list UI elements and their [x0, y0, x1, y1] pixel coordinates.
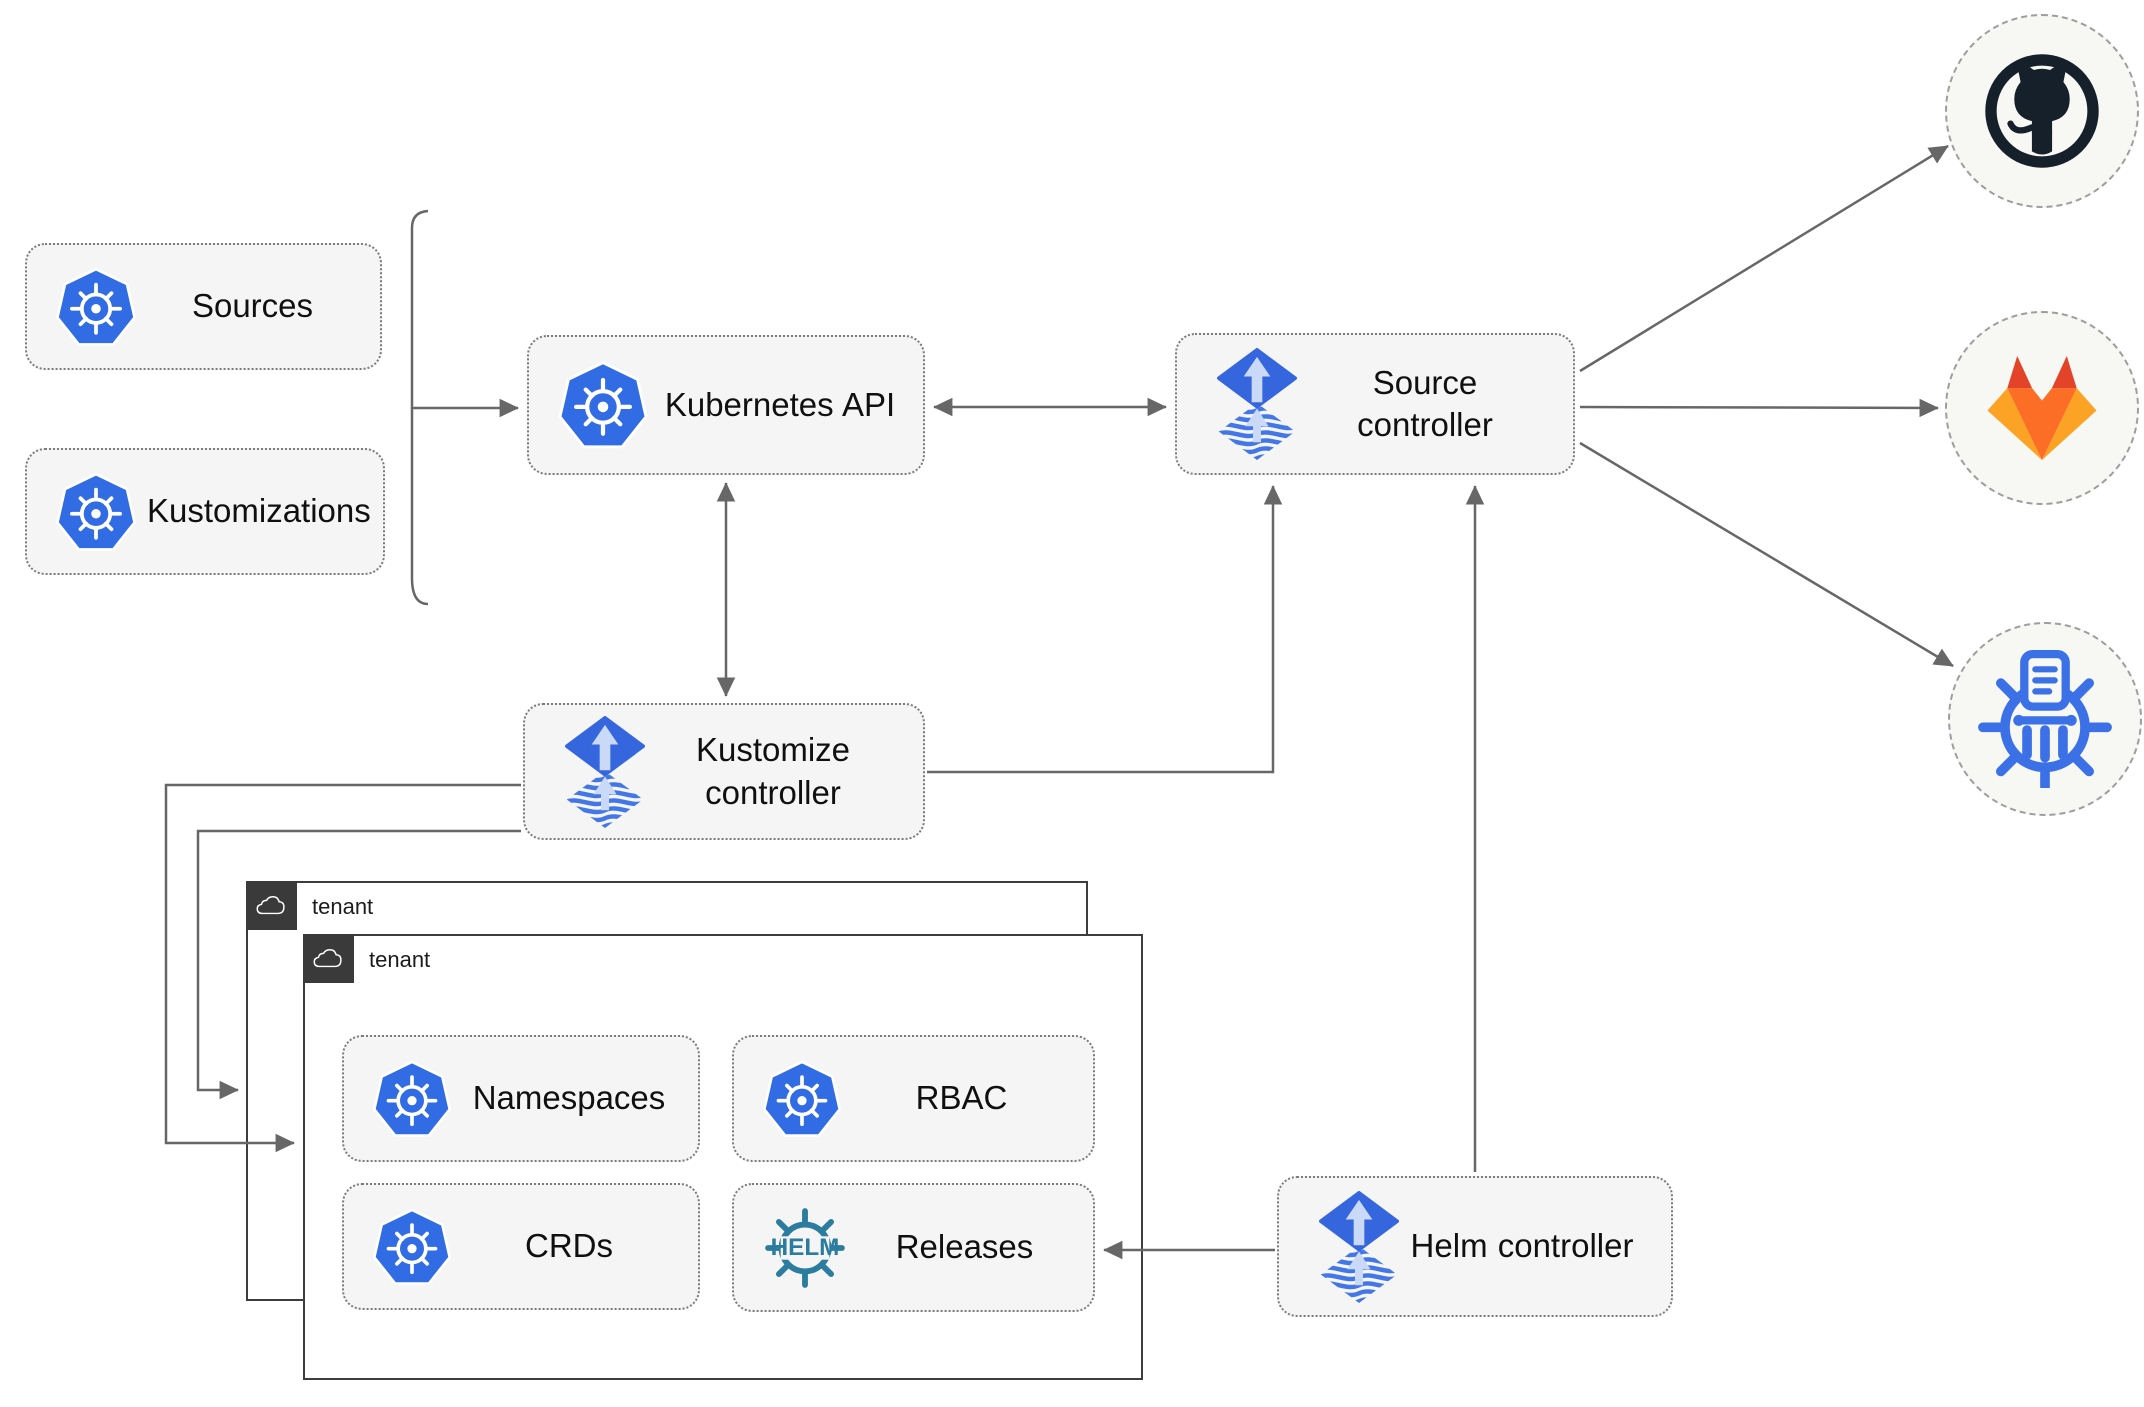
node-label: Source controller: [1357, 363, 1493, 443]
node-label: Kustomizations: [147, 492, 371, 530]
github-endpoint: [1945, 14, 2139, 208]
kubernetes-icon: [555, 357, 651, 453]
kubernetes-icon: [53, 469, 139, 555]
tenant-label: tenant: [369, 947, 431, 972]
tenant-header: [303, 934, 354, 983]
chartmuseum-icon: [1976, 650, 2114, 788]
tenant-label: tenant: [312, 894, 374, 919]
helm-wordmark: HELM: [771, 1234, 840, 1261]
flux-icon: [565, 716, 645, 828]
node-label: Kustomize controller: [695, 731, 851, 811]
kustomizations-box: Kustomizations: [25, 448, 385, 575]
edge-source-controller-github: [1579, 144, 1949, 373]
edge-kustomize-controller-source-controller: [927, 485, 1283, 774]
gitlab-endpoint: [1945, 311, 2139, 505]
kubernetes-api-box: Kubernetes API: [527, 335, 925, 475]
github-icon: [1979, 48, 2105, 174]
kubernetes-icon: [760, 1057, 844, 1141]
brace: [410, 209, 429, 606]
helm-icon: HELM: [765, 1207, 845, 1288]
node-label: Releases: [895, 1228, 1034, 1266]
helm-controller-box: Helm controller: [1277, 1176, 1673, 1317]
node-label: CRDs: [525, 1227, 613, 1265]
chartmuseum-endpoint: [1948, 622, 2142, 816]
gitlab-icon: [1980, 351, 2104, 465]
node-label: Helm controller: [1410, 1227, 1634, 1265]
cloud-icon: [312, 946, 346, 971]
releases-box: HELM Releases: [732, 1183, 1095, 1312]
kustomize-controller-box: Kustomize controller: [523, 703, 925, 840]
edge-source-controller-gitlab: [1579, 398, 1939, 418]
node-label: Kubernetes API: [664, 385, 896, 423]
flux-icon: [1217, 348, 1297, 460]
kubernetes-icon: [53, 264, 139, 350]
namespaces-box: Namespaces: [342, 1035, 700, 1162]
rbac-box: RBAC: [732, 1035, 1095, 1162]
node-label: Namespaces: [472, 1079, 666, 1117]
flux-icon: [1319, 1191, 1399, 1303]
node-label: RBAC: [915, 1079, 1008, 1117]
cloud-icon: [255, 893, 289, 918]
kubernetes-icon: [370, 1205, 454, 1289]
tenant-header: [246, 881, 297, 930]
crds-box: CRDs: [342, 1183, 700, 1310]
kubernetes-icon: [370, 1057, 454, 1141]
sources-box: Sources: [25, 243, 382, 370]
node-label: Sources: [191, 287, 314, 325]
source-controller-box: Source controller: [1175, 333, 1575, 475]
edge-source-controller-chartmuseum: [1579, 441, 1954, 668]
